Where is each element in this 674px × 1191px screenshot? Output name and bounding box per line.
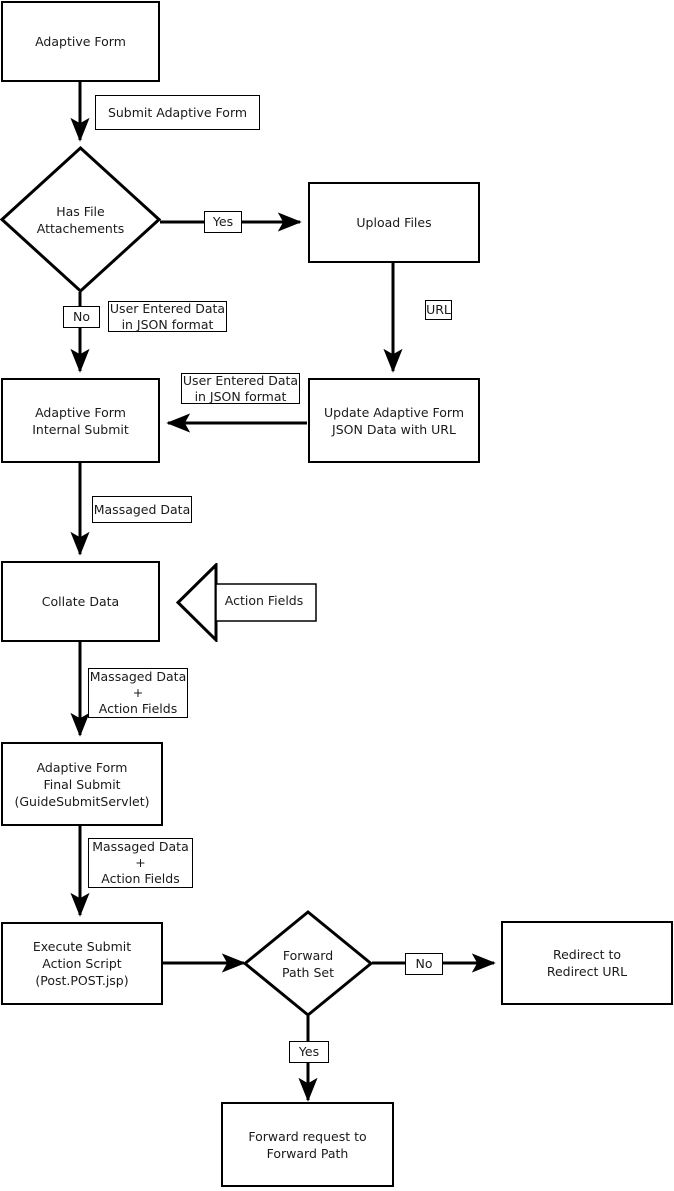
node-adaptive-form-label: Adaptive Form xyxy=(35,34,126,49)
edge-label-no-attachments: No xyxy=(63,306,100,328)
edge-label-submit-adaptive-form: Submit Adaptive Form xyxy=(95,95,260,130)
node-collate-data[interactable]: Collate Data xyxy=(1,561,160,642)
node-action-fields-input-label: Action Fields xyxy=(224,592,304,608)
edge-label-user-entered-data-1-text: User Entered Data in JSON format xyxy=(109,300,226,332)
edge-label-yes-forward: Yes xyxy=(289,1041,329,1063)
node-upload-files-label: Upload Files xyxy=(356,215,432,230)
node-action-fields-input[interactable]: Action Fields xyxy=(176,563,318,642)
node-forward-request-to-forward-path[interactable]: Forward request to Forward Path xyxy=(221,1102,394,1187)
edge-label-massaged-plus-action-1: Massaged Data + Action Fields xyxy=(88,668,188,718)
node-forward-request-to-forward-path-label: Forward request to Forward Path xyxy=(248,1128,367,1161)
edge-label-massaged-plus-action-1-text: Massaged Data + Action Fields xyxy=(89,669,187,716)
edge-label-no-attachments-text: No xyxy=(73,309,90,324)
node-update-adaptive-form-json[interactable]: Update Adaptive Form JSON Data with URL xyxy=(308,378,480,463)
node-adaptive-form-internal-submit-label: Adaptive Form Internal Submit xyxy=(32,404,129,437)
edge-label-massaged-plus-action-2-text: Massaged Data + Action Fields xyxy=(92,839,189,886)
edge-label-yes-attachments-text: Yes xyxy=(212,214,234,229)
node-forward-path-set-label: Forward Path Set xyxy=(282,947,334,980)
edge-label-yes-attachments: Yes xyxy=(204,211,242,233)
node-redirect-to-redirect-url-label: Redirect to Redirect URL xyxy=(546,947,628,979)
node-execute-submit-action-script-label: Execute Submit Action Script (Post.POST.… xyxy=(32,939,132,988)
node-has-file-attachements[interactable]: Has File Attachements xyxy=(0,146,161,293)
node-forward-path-set[interactable]: Forward Path Set xyxy=(243,910,373,1017)
node-collate-data-label: Collate Data xyxy=(41,594,120,609)
left-arrow-shape xyxy=(176,563,317,642)
edge-label-massaged-data: Massaged Data xyxy=(92,496,192,523)
diamond-shape xyxy=(0,146,161,293)
node-upload-files[interactable]: Upload Files xyxy=(308,182,480,263)
edge-label-massaged-data-text: Massaged Data xyxy=(93,501,191,517)
edge-label-submit-adaptive-form-text: Submit Adaptive Form xyxy=(107,104,248,120)
node-execute-submit-action-script[interactable]: Execute Submit Action Script (Post.POST.… xyxy=(1,922,163,1005)
edge-label-no-forward-text: No xyxy=(415,956,433,971)
node-adaptive-form-final-submit-label: Adaptive Form Final Submit (GuideSubmitS… xyxy=(14,759,150,809)
node-adaptive-form[interactable]: Adaptive Form xyxy=(1,1,160,82)
edge-label-user-entered-data-2: User Entered Data in JSON format xyxy=(181,373,300,404)
edge-label-url-text: URL xyxy=(426,302,451,317)
edge-label-user-entered-data-1: User Entered Data in JSON format xyxy=(108,301,227,332)
edge-label-yes-forward-text: Yes xyxy=(298,1044,320,1059)
node-redirect-to-redirect-url[interactable]: Redirect to Redirect URL xyxy=(501,921,673,1005)
node-has-file-attachements-label: Has File Attachements xyxy=(36,203,125,236)
edge-label-massaged-plus-action-2: Massaged Data + Action Fields xyxy=(88,838,193,888)
edge-label-url: URL xyxy=(425,300,452,320)
edge-label-user-entered-data-2-text: User Entered Data in JSON format xyxy=(182,372,299,404)
node-adaptive-form-internal-submit[interactable]: Adaptive Form Internal Submit xyxy=(1,378,160,463)
edge-label-no-forward: No xyxy=(405,953,443,975)
node-update-adaptive-form-json-label: Update Adaptive Form JSON Data with URL xyxy=(323,404,465,437)
node-adaptive-form-final-submit[interactable]: Adaptive Form Final Submit (GuideSubmitS… xyxy=(1,742,163,826)
diamond-shape xyxy=(243,910,373,1017)
